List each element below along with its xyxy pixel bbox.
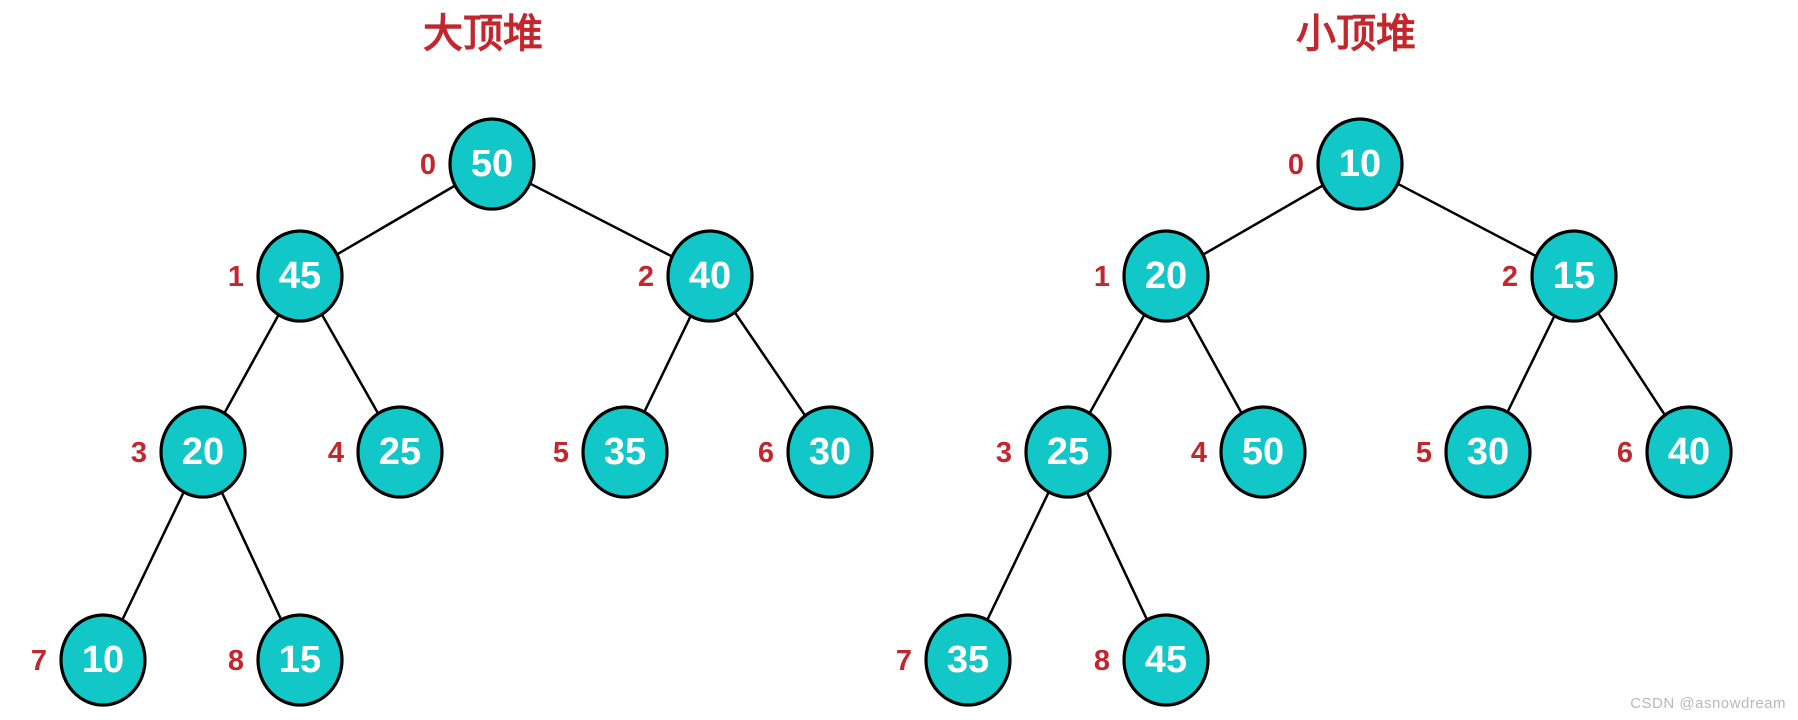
node-index-label: 7 — [896, 645, 912, 677]
node-index-label: 1 — [1094, 261, 1110, 293]
node-index-label: 3 — [131, 437, 147, 469]
tree-node-circle — [448, 117, 536, 211]
node-value: 25 — [1047, 431, 1089, 473]
watermark-text: CSDN @asnowdream — [1630, 695, 1786, 712]
node-value: 50 — [1242, 431, 1284, 473]
tree-node-circle — [1645, 405, 1733, 499]
tree-node-circle — [159, 405, 247, 499]
node-value: 15 — [279, 639, 321, 681]
node-index-label: 4 — [1191, 437, 1207, 469]
tree-node-circle — [1444, 405, 1532, 499]
node-index-label: 6 — [758, 437, 774, 469]
node-index-label: 2 — [638, 261, 654, 293]
node-value: 35 — [604, 431, 646, 473]
tree-node-circle — [581, 405, 669, 499]
node-value: 20 — [182, 431, 224, 473]
node-index-label: 1 — [228, 261, 244, 293]
tree-title-min-heap: 小顶堆 — [1296, 12, 1416, 56]
tree-node-circle — [59, 613, 147, 707]
tree-title-max-heap: 大顶堆 — [423, 12, 543, 56]
node-index-label: 8 — [1094, 645, 1110, 677]
node-index-label: 5 — [1416, 437, 1432, 469]
node-value: 30 — [1467, 431, 1509, 473]
tree-node-circle — [1122, 613, 1210, 707]
tree-node-circle — [256, 229, 344, 323]
tree-node-circle — [1316, 117, 1404, 211]
tree-node-circle — [786, 405, 874, 499]
tree-node-circle — [256, 613, 344, 707]
node-value: 40 — [1668, 431, 1710, 473]
tree-node-circle — [924, 613, 1012, 707]
node-value: 50 — [471, 143, 513, 185]
node-value: 20 — [1145, 255, 1187, 297]
node-index-label: 3 — [996, 437, 1012, 469]
node-value: 30 — [809, 431, 851, 473]
node-index-label: 5 — [553, 437, 569, 469]
node-index-label: 4 — [328, 437, 344, 469]
node-index-label: 0 — [420, 149, 436, 181]
tree-node-circle — [356, 405, 444, 499]
tree-node-circle — [1219, 405, 1307, 499]
node-value: 10 — [82, 639, 124, 681]
node-index-label: 6 — [1617, 437, 1633, 469]
node-value: 25 — [379, 431, 421, 473]
node-value: 45 — [279, 255, 321, 297]
node-index-label: 8 — [228, 645, 244, 677]
tree-node-circle — [1530, 229, 1618, 323]
node-index-label: 0 — [1288, 149, 1304, 181]
node-value: 15 — [1553, 255, 1595, 297]
node-index-label: 7 — [31, 645, 47, 677]
node-value: 35 — [947, 639, 989, 681]
node-value: 10 — [1339, 143, 1381, 185]
tree-node-circle — [666, 229, 754, 323]
tree-node-circle — [1024, 405, 1112, 499]
node-value: 40 — [689, 255, 731, 297]
node-index-label: 2 — [1502, 261, 1518, 293]
node-value: 45 — [1145, 639, 1187, 681]
tree-node-circle — [1122, 229, 1210, 323]
